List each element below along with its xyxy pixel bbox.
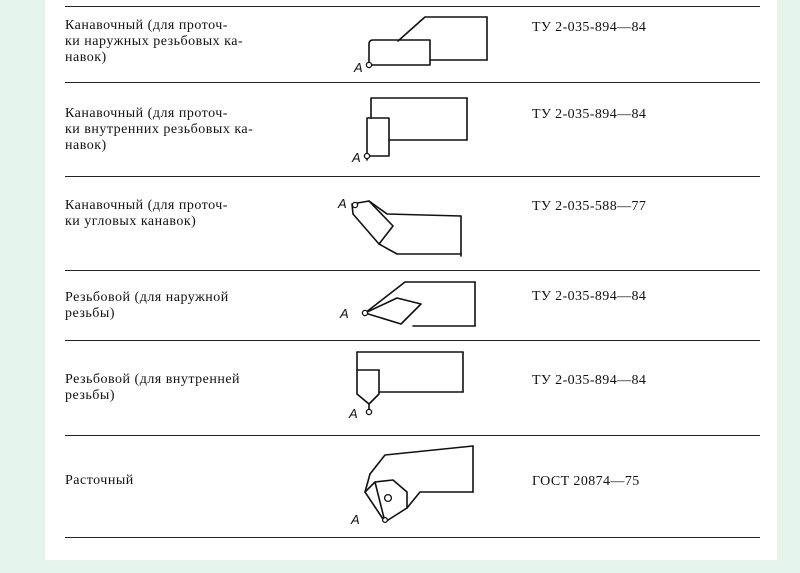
tool-description: Резьбовой (для внутренней резьбы) (65, 372, 241, 403)
tool-description: Канавочный (для проточ- ки наружных резь… (65, 18, 244, 65)
standard-code: ТУ 2-035-894—84 (532, 289, 647, 304)
point-label: A (348, 406, 358, 421)
groove-outer-tool-icon: A (353, 16, 488, 75)
tool-description: Расточный (65, 473, 134, 488)
row-divider (65, 6, 760, 7)
row-divider (65, 82, 760, 83)
row-divider (65, 340, 760, 341)
document-page: Канавочный (для проточ- ки наружных резь… (45, 0, 777, 560)
groove-angular-tool-icon: A (337, 196, 462, 257)
boring-tool-icon: A (350, 445, 474, 527)
row-divider (65, 176, 760, 177)
standard-code: ТУ 2-035-588—77 (532, 199, 647, 214)
row-divider (65, 435, 760, 436)
groove-inner-tool-icon: A (351, 97, 468, 165)
point-label: A (337, 196, 347, 211)
tool-description: Канавочный (для проточ- ки угловых канав… (65, 198, 228, 229)
standard-code: ТУ 2-035-894—84 (532, 373, 647, 388)
standard-code: ГОСТ 20874—75 (532, 474, 640, 489)
tool-description: Резьбовой (для наружной резьбы) (65, 290, 229, 321)
row-divider (65, 537, 760, 538)
point-label: A (350, 512, 360, 527)
thread-outer-tool-icon: A (339, 281, 476, 327)
standard-code: ТУ 2-035-894—84 (532, 20, 647, 35)
tool-description: Канавочный (для проточ- ки внутренних ре… (65, 106, 254, 153)
point-label: A (351, 150, 361, 165)
standard-code: ТУ 2-035-894—84 (532, 107, 647, 122)
point-label: A (353, 60, 363, 75)
thread-inner-tool-icon: A (348, 351, 464, 421)
point-label: A (339, 306, 349, 321)
row-divider (65, 270, 760, 271)
